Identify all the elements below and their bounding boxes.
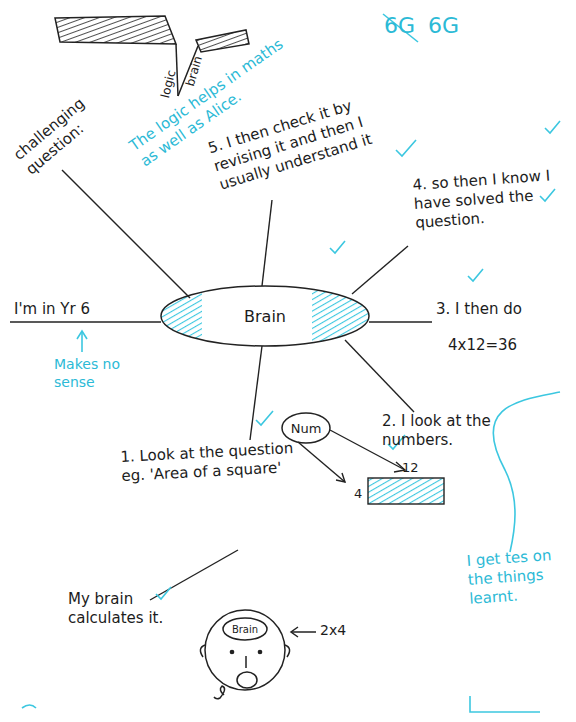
branch-text: My brain calculates it.: [68, 590, 178, 628]
branch-line: [10, 321, 161, 322]
branch-text: I'm in Yr 6: [14, 300, 144, 319]
axis-label: logic: [158, 38, 187, 100]
branch-text: 2. I look at the numbers.: [382, 412, 542, 450]
eye: [258, 650, 261, 653]
ear: [200, 645, 205, 657]
check-mark: [396, 140, 416, 156]
eye: [230, 650, 233, 653]
dimension: 12: [402, 460, 432, 476]
check-mark: [256, 411, 273, 425]
check-mark: [330, 241, 345, 253]
branch-line: [150, 550, 238, 600]
branch-text: 1. Look at the question eg. 'Area of a s…: [120, 438, 312, 485]
branch-text: 3. I then do: [436, 300, 576, 319]
dimension: 4: [354, 486, 374, 502]
node-text: Num: [291, 421, 322, 436]
ear: [285, 645, 290, 657]
branch-line: [345, 340, 414, 412]
leader-curve: [493, 392, 560, 552]
mouth: [237, 672, 257, 688]
teacher-comment: Makes no sense: [54, 356, 134, 391]
arrow-head: [291, 627, 298, 637]
face-drawing: [200, 610, 316, 699]
branch-text: 4. so then I know I have solved the ques…: [412, 166, 566, 233]
central-ellipse: Brain: [160, 285, 370, 347]
leader-arrow: [292, 631, 316, 633]
head: [205, 610, 285, 690]
axis-label: brain: [183, 26, 214, 88]
leader-arrow: [81, 332, 83, 352]
scribble: [22, 705, 36, 708]
brain-shading: [160, 284, 372, 350]
branch-lines: [10, 170, 432, 600]
branch-line: [62, 170, 190, 298]
head-oval: Brain: [222, 617, 268, 641]
node-text: Brain: [232, 624, 258, 635]
branch-line: [262, 200, 272, 286]
check-mark: [468, 269, 483, 281]
calculation: 2x4: [320, 622, 370, 640]
calculation: 4x12=36: [448, 336, 568, 355]
circled-word: Num: [281, 412, 331, 444]
hatched-bar: [55, 16, 176, 44]
check-mark: [545, 121, 560, 133]
hatched-bar: [196, 30, 249, 52]
class-code: 6G: [384, 12, 424, 40]
ellipse-outline: [223, 618, 267, 640]
branch-line: [352, 246, 408, 294]
branch-line: [250, 346, 262, 440]
squiggle: [214, 686, 225, 699]
branch-text: challenging question:: [10, 86, 111, 179]
leader-arrow: [298, 442, 345, 482]
check-mark: [156, 587, 171, 599]
branch-line: [369, 321, 432, 322]
nose: [245, 656, 247, 668]
shading: [312, 284, 372, 350]
class-code: 6G: [428, 12, 468, 40]
arrow-head: [77, 331, 87, 339]
teacher-comment: I get tes on the things learnt.: [466, 544, 576, 608]
shaded-square: [368, 478, 444, 504]
ellipse-outline: [161, 286, 369, 346]
ellipse-outline: [282, 413, 330, 443]
arrow-head: [336, 473, 345, 482]
node-text: Brain: [244, 307, 286, 326]
leader-line: [470, 696, 540, 712]
